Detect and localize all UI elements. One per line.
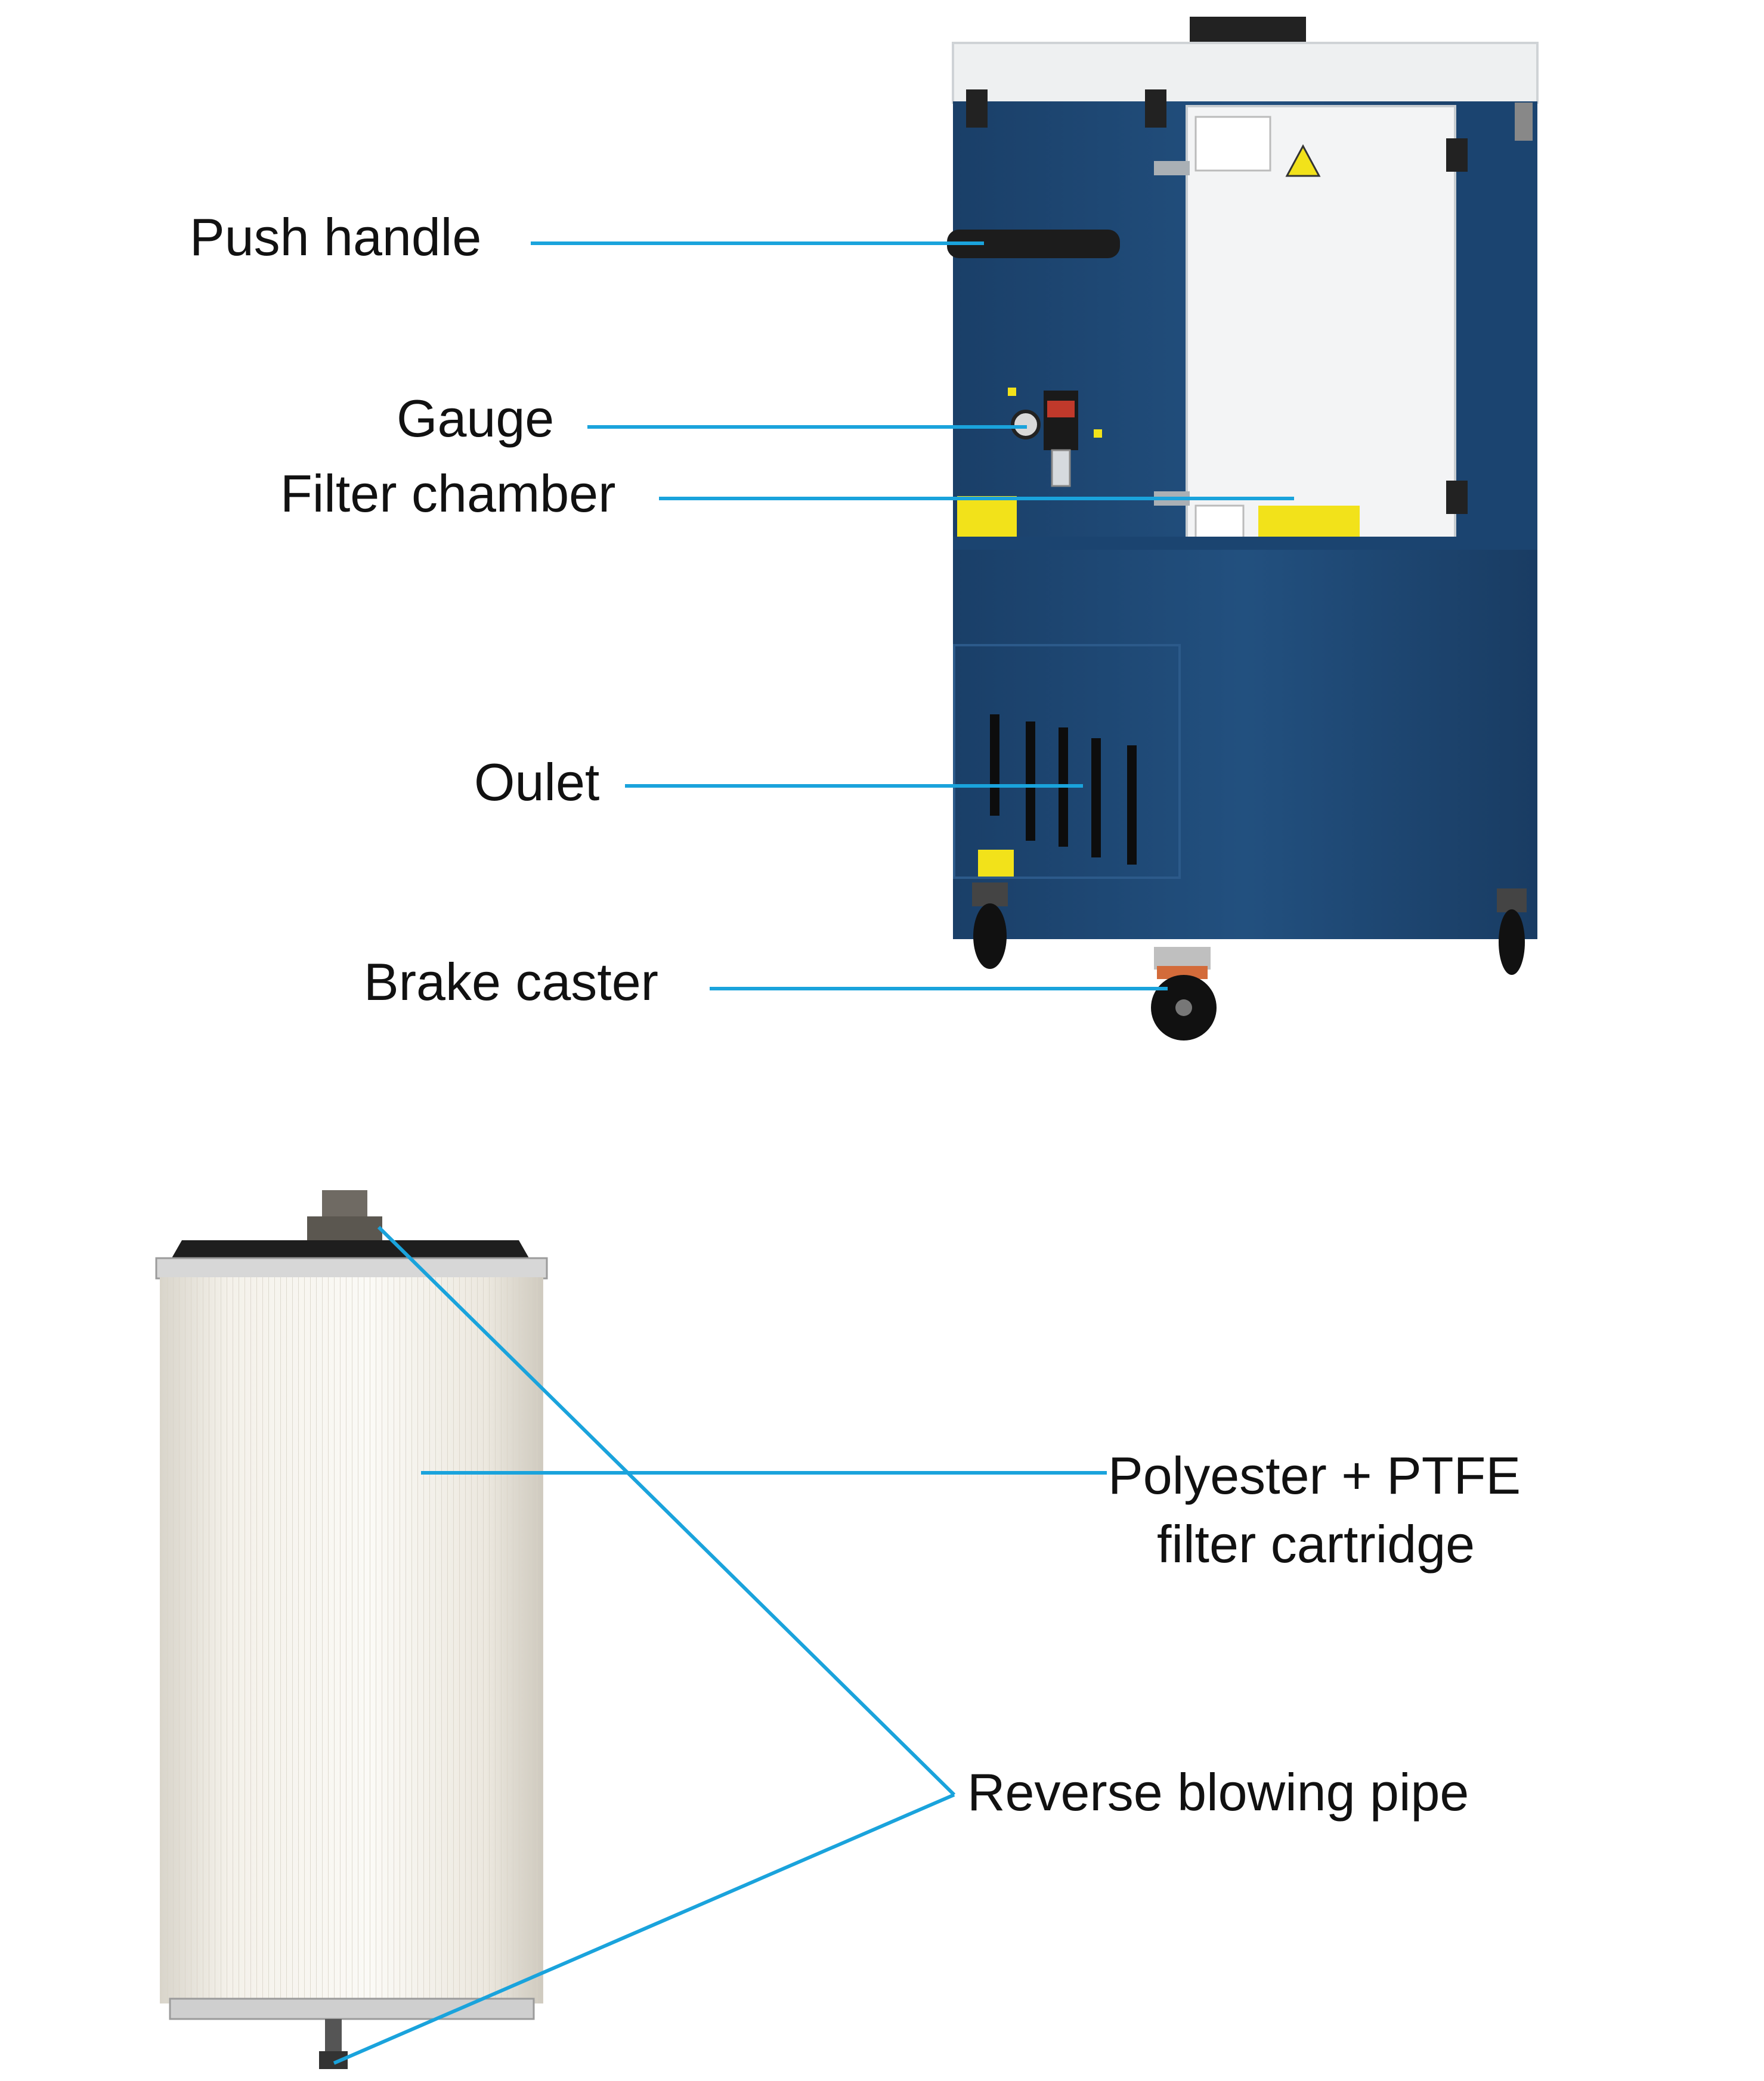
indicator-dot <box>1094 429 1102 438</box>
hinge <box>1446 481 1468 514</box>
latch <box>1515 103 1533 141</box>
regulator-bowl <box>1051 449 1071 487</box>
reverse-pipe-stub <box>325 2019 342 2055</box>
pleat-lines <box>160 1277 543 2003</box>
push-handle-bar <box>947 230 1120 258</box>
gauge-dial-icon <box>1011 410 1041 439</box>
motor-housing <box>953 644 1181 879</box>
info-sticker <box>1194 116 1271 172</box>
top-nut <box>322 1190 367 1219</box>
warning-sticker <box>957 496 1017 538</box>
cabinet-seam <box>953 537 1537 550</box>
indicator-dot <box>1008 388 1016 396</box>
leader-lines <box>333 241 1294 2065</box>
regulator-knob <box>1047 401 1075 417</box>
label-reverse-pipe: Reverse blowing pipe <box>967 1763 1469 1822</box>
hinge <box>1145 89 1166 128</box>
leader-reverse-pipe-top <box>377 1225 956 1797</box>
caster-rear-right <box>1497 888 1527 975</box>
exhaust-collar <box>1190 17 1306 45</box>
label-outlet: Oulet <box>474 752 599 812</box>
hinge <box>1446 138 1468 172</box>
cabinet-side <box>1455 101 1537 543</box>
hinge <box>966 89 988 128</box>
latch <box>1154 161 1190 175</box>
label-push-handle: Push handle <box>190 208 481 267</box>
warning-sticker <box>978 850 1014 877</box>
top-end-cap <box>155 1257 548 1280</box>
top-cap-gasket <box>170 1240 531 1261</box>
outlet-vents <box>990 714 1137 865</box>
filter-cartridge-illustration <box>155 1190 548 2069</box>
warning-triangle-icon <box>1285 144 1321 177</box>
leader-reverse-pipe-bottom <box>333 1793 955 2065</box>
label-gauge: Gauge <box>397 389 554 448</box>
label-cartridge-line1: Polyester + PTFE <box>1108 1446 1521 1505</box>
regulator-body <box>1044 391 1078 450</box>
label-brake-caster: Brake caster <box>364 952 658 1011</box>
top-cap <box>952 42 1539 104</box>
brake-caster-wheel <box>1151 947 1217 1040</box>
filter-chamber-door <box>1186 105 1456 549</box>
fume-extractor-illustration <box>947 17 1539 1040</box>
label-cartridge-line2: filter cartridge <box>1157 1515 1475 1574</box>
label-filter-chamber: Filter chamber <box>280 464 615 523</box>
caster-front-left <box>972 882 1008 969</box>
